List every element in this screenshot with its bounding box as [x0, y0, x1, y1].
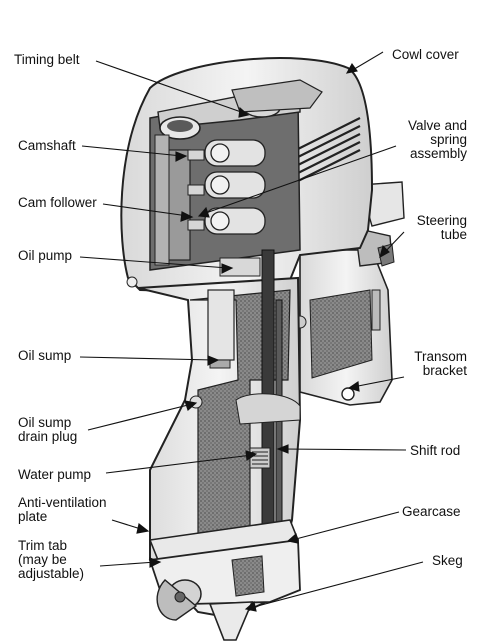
- label-water-pump: Water pump: [18, 467, 92, 482]
- cowl-cover-drawing: [120, 57, 374, 329]
- label-cam-follower: Cam follower: [18, 195, 97, 210]
- label-oil-sump-drain-plug: Oil sump drain plug: [18, 415, 78, 444]
- label-trim-tab: Trim tab (may be adjustable): [18, 538, 85, 581]
- label-shift-rod: Shift rod: [410, 443, 461, 458]
- gearcase-drawing: [148, 538, 301, 641]
- label-cowl-cover: Cowl cover: [392, 47, 459, 62]
- leader-lines: [79, 51, 424, 612]
- label-timing-belt: Timing belt: [14, 52, 80, 67]
- label-oil-pump: Oil pump: [18, 248, 73, 263]
- label-oil-sump: Oil sump: [18, 348, 72, 363]
- label-camshaft: Camshaft: [18, 138, 76, 153]
- midsection-drawing: [137, 249, 302, 620]
- label-anti-ventilation-plate: Anti-ventilation plate: [18, 495, 107, 524]
- label-steering-tube: Steering tube: [416, 213, 467, 242]
- label-valve-spring-assembly: Valve and spring assembly: [407, 118, 467, 161]
- label-transom-bracket: Transom bracket: [414, 349, 467, 378]
- label-gearcase: Gearcase: [402, 504, 461, 519]
- label-skeg: Skeg: [432, 553, 463, 568]
